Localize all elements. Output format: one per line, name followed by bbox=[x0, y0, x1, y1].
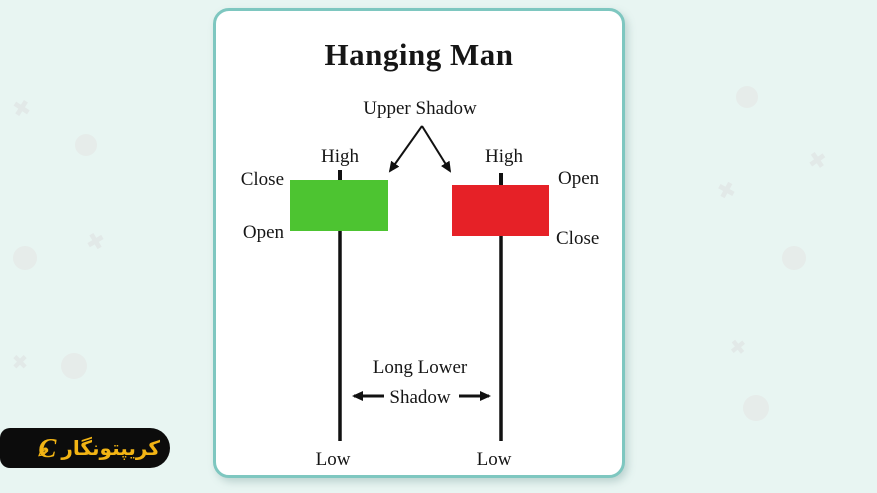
cross-decoration-icon: ✖ bbox=[728, 334, 748, 360]
long-lower-shadow-label-line1: Long Lower bbox=[372, 357, 468, 378]
bullish-high-label: High bbox=[321, 146, 359, 167]
dot-decoration bbox=[736, 86, 758, 108]
bearish-open-label: Open bbox=[558, 168, 600, 189]
bearish-low-label: Low bbox=[476, 449, 512, 470]
bearish-close-label: Close bbox=[556, 228, 600, 249]
bullish-open-label: Open bbox=[242, 222, 284, 243]
dot-decoration bbox=[782, 246, 806, 270]
upper-shadow-pointer-left bbox=[388, 125, 423, 173]
dot-decoration bbox=[75, 134, 97, 156]
bullish-close-label: Close bbox=[240, 169, 284, 190]
dot-decoration bbox=[13, 246, 37, 270]
dot-decoration bbox=[61, 353, 87, 379]
bearish-high-label: High bbox=[485, 146, 523, 167]
page-title: Hanging Man bbox=[324, 37, 514, 72]
candlestick-diagram-card: Hanging Man Upper Shadow High High Close… bbox=[213, 8, 625, 478]
cross-decoration-icon: ✖ bbox=[11, 350, 29, 374]
dot-decoration bbox=[743, 395, 769, 421]
long-lower-shadow-label-line2: Shadow bbox=[389, 387, 451, 408]
diagram-annotations bbox=[338, 125, 503, 441]
upper-shadow-pointer-right bbox=[421, 125, 452, 173]
upper-shadow-label: Upper Shadow bbox=[363, 98, 477, 119]
bearish-candle-body bbox=[452, 185, 549, 236]
brand-logo-icon: C ✎ bbox=[34, 432, 57, 463]
brand-watermark: C ✎ کریپتونگار bbox=[0, 428, 170, 468]
cross-decoration-icon: ✖ bbox=[83, 228, 108, 257]
brand-name-text: کریپتونگار bbox=[61, 436, 160, 460]
pen-icon: ✎ bbox=[33, 445, 50, 459]
bullish-candle-body bbox=[290, 180, 388, 231]
cross-decoration-icon: ✖ bbox=[805, 147, 829, 176]
brand-logo-letter: C bbox=[38, 432, 57, 463]
cross-decoration-icon: ✖ bbox=[714, 176, 740, 207]
cross-decoration-icon: ✖ bbox=[10, 95, 34, 124]
bullish-low-label: Low bbox=[315, 449, 351, 470]
